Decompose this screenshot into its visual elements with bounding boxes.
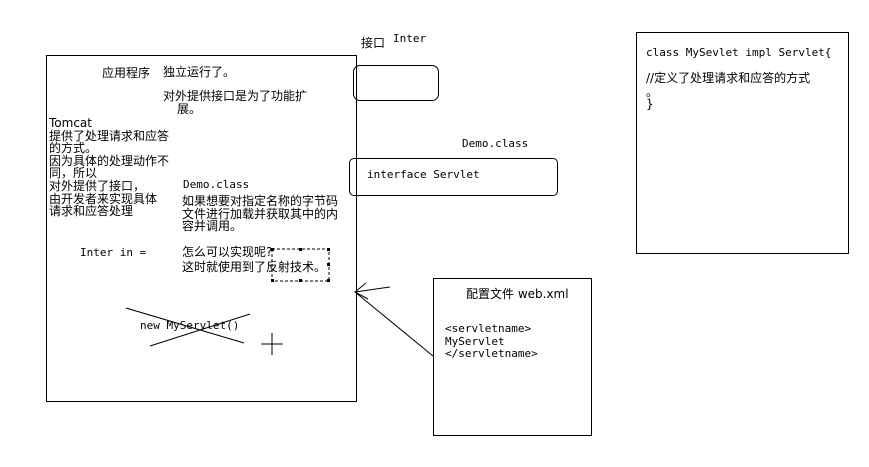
tomcat-line: 同，所以 — [49, 166, 98, 181]
selection-handle — [299, 279, 302, 282]
demo-class-label: Demo.class — [183, 178, 250, 191]
tomcat-line: 因为具体的处理动作不 — [49, 153, 170, 168]
reflection-line: 文件进行加载并获取其中的内 — [182, 206, 339, 221]
inter-box — [353, 65, 439, 101]
config-arrow-shaft — [354, 286, 391, 293]
inter-label: Inter — [393, 32, 427, 45]
xml-line: </servletname> — [445, 347, 538, 361]
tomcat-line: 请求和应答处理 — [49, 204, 134, 219]
reflection-line: 如果想要对指定名称的字节码 — [182, 194, 339, 208]
inter-in-assignment: Inter in = — [80, 246, 147, 259]
config-arrow-line — [354, 291, 434, 357]
new-servlet-text: new MyServlet() — [140, 319, 240, 332]
strike-line — [125, 307, 245, 344]
interface-servlet-box — [349, 158, 558, 196]
config-file-box — [433, 278, 592, 436]
xml-line: <servletname> — [445, 322, 532, 335]
class-declaration: class MySevlet impl Servlet{ — [646, 46, 832, 59]
tomcat-line: 提供了处理请求和应答 — [49, 128, 170, 143]
class-definition-box — [636, 32, 849, 254]
selection-handle — [271, 248, 274, 251]
strike-line — [149, 313, 251, 347]
interface-servlet-label: interface Servlet — [367, 168, 480, 181]
config-file-title: 配置文件 web.xml — [466, 287, 569, 301]
selection-handle — [271, 279, 274, 282]
class-closing-brace: } — [646, 97, 654, 111]
tomcat-text: Tomcat 提供了处理请求和应答 的方式。 因为具体的处理动作不 同，所以 对… — [49, 117, 169, 218]
tomcat-line: 的方式。 — [49, 141, 98, 156]
reflection-line: 容并调用。 — [182, 219, 243, 234]
class-comment-end: 。 — [646, 85, 659, 99]
tomcat-line: 对外提供了接口， — [49, 178, 146, 193]
selection-handle — [299, 248, 302, 251]
config-xml-text: <servletname> MyServlet </servletname> — [445, 322, 538, 361]
tomcat-line: 由开发者来实现具体 — [49, 191, 158, 206]
selection-dashed-box — [271, 248, 330, 282]
arrowhead-icon — [354, 282, 369, 300]
interface-note-line2: 展。 — [177, 102, 202, 116]
xml-line: MyServlet — [445, 334, 505, 348]
reflection-text: 如果想要对指定名称的字节码 文件进行加载并获取其中的内 容并调用。 — [182, 195, 338, 233]
selection-handle — [327, 279, 330, 282]
application-box — [46, 55, 357, 402]
standalone-note: 独立运行了。 — [163, 65, 236, 79]
interface-note-line1: 对外提供接口是为了功能扩 — [163, 89, 308, 103]
demo-class-top-label: Demo.class — [462, 137, 529, 150]
selection-handle — [327, 248, 330, 251]
question-line1: 怎么可以实现呢? — [182, 245, 273, 259]
application-label: 应用程序 — [102, 66, 151, 80]
selection-handle — [327, 263, 330, 266]
port-label: 接口 — [361, 36, 386, 50]
tomcat-line: Tomcat — [49, 116, 92, 130]
question-line2: 这时就使用到了反射技术。 — [182, 260, 327, 274]
class-comment: //定义了处理请求和应答的方式 — [646, 71, 811, 85]
